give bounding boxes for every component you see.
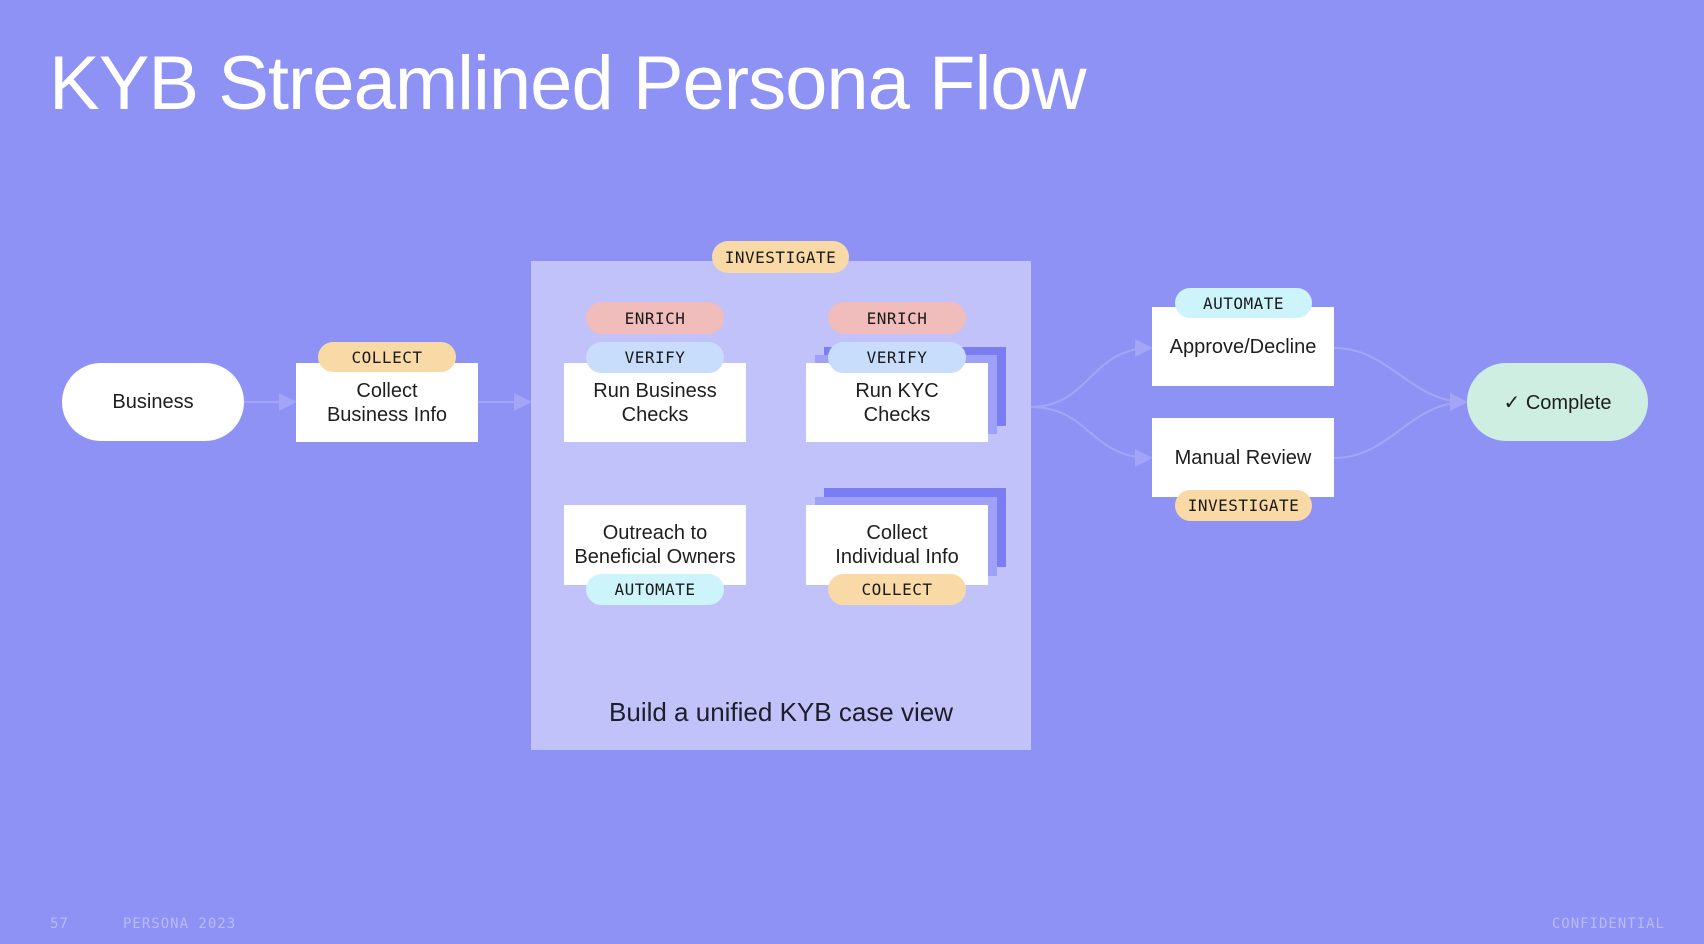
automate-outreach-tag: AUTOMATE (586, 574, 724, 605)
panel-caption: Build a unified KYB case view (609, 697, 953, 727)
complete-end-label: ✓ Complete (1503, 391, 1612, 414)
collect-business-info-label: Collect Business Info (326, 379, 448, 426)
enrich-kyc-tag: ENRICH (828, 302, 966, 334)
business-start-node: Business (62, 363, 244, 441)
outreach-beneficial-owners-label: Outreach to Beneficial Owners (574, 522, 736, 568)
run-business-checks-label: Run Business Checks (593, 379, 717, 426)
footer-brand: PERSONA 2023 (123, 916, 237, 932)
investigate-panel-tag: INVESTIGATE (712, 241, 849, 273)
manual-review-node: Manual Review (1152, 418, 1334, 497)
collect-individual-info-label: Collect Individual Info (835, 522, 959, 568)
automate-approve-tag-label: AUTOMATE (1202, 293, 1285, 313)
verify-kyc-tag-label: VERIFY (866, 348, 928, 367)
run-kyc-checks-label: Run KYC Checks (855, 379, 939, 426)
verify-business-tag: VERIFY (586, 342, 724, 373)
collect-business-info-node: Collect Business Info (296, 363, 478, 442)
investigate-manual-tag: INVESTIGATE (1175, 490, 1312, 521)
run-business-checks-node: Run Business Checks (564, 363, 746, 442)
collect-individual-info-node: Collect Individual Info (806, 505, 988, 585)
page-number: 57 (50, 916, 69, 932)
curve-approve-to-complete (1333, 347, 1468, 411)
verify-kyc-tag: VERIFY (828, 342, 966, 373)
collect-tag-label: COLLECT (351, 347, 423, 367)
enrich-kyc-tag-label: ENRICH (866, 308, 928, 328)
approve-decline-node: Approve/Decline (1152, 307, 1334, 386)
curve-panel-to-manual (1029, 406, 1153, 467)
manual-review-label: Manual Review (1174, 446, 1312, 469)
investigate-manual-tag-label: INVESTIGATE (1187, 496, 1300, 515)
automate-outreach-tag-label: AUTOMATE (614, 580, 696, 599)
footer-confidential: CONFIDENTIAL (1551, 916, 1665, 932)
enrich-business-tag: ENRICH (586, 302, 724, 334)
run-kyc-checks-node: Run KYC Checks (806, 363, 988, 442)
curve-manual-to-complete (1333, 393, 1468, 459)
approve-decline-label: Approve/Decline (1169, 335, 1317, 358)
business-start-label: Business (112, 390, 194, 413)
verify-business-tag-label: VERIFY (624, 348, 686, 367)
enrich-business-tag-label: ENRICH (624, 308, 686, 328)
complete-end-node: ✓ Complete (1467, 363, 1648, 441)
curve-panel-to-approve (1029, 339, 1153, 408)
collect-individual-tag-label: COLLECT (861, 580, 933, 599)
slide-title: KYB Streamlined Persona Flow (49, 41, 1086, 126)
outreach-beneficial-owners-node: Outreach to Beneficial Owners (564, 505, 746, 585)
automate-approve-tag: AUTOMATE (1175, 288, 1312, 318)
collect-tag: COLLECT (318, 342, 456, 372)
collect-individual-tag: COLLECT (828, 574, 966, 605)
investigate-panel-tag-label: INVESTIGATE (724, 247, 837, 267)
